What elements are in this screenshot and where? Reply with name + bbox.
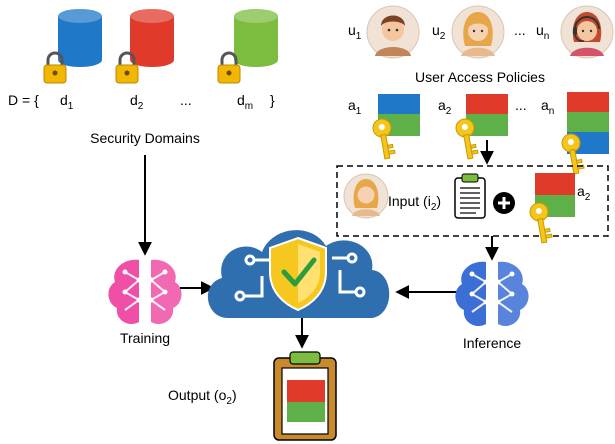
policies-group: a1 a2 ... an bbox=[348, 92, 609, 176]
training-label: Training bbox=[120, 330, 170, 346]
inference-label: Inference bbox=[463, 335, 522, 351]
user-un-avatar-icon bbox=[560, 5, 614, 59]
policy-ellipsis: ... bbox=[515, 97, 527, 113]
user-u2-avatar-icon bbox=[451, 5, 505, 59]
user-ellipsis: ... bbox=[514, 22, 526, 38]
user-label-u1: u1 bbox=[348, 22, 362, 42]
input-user-avatar-icon bbox=[343, 173, 389, 219]
user-u1-avatar-icon bbox=[366, 5, 420, 59]
training-brain-icon bbox=[107, 258, 183, 326]
user-access-policies-caption: User Access Policies bbox=[415, 69, 545, 85]
policy-a2-blocks bbox=[466, 94, 508, 136]
user-label-un: un bbox=[536, 22, 549, 42]
domain-label-d1: d1 bbox=[60, 92, 74, 112]
database-d2-icon bbox=[114, 9, 174, 85]
inference-brain-icon bbox=[454, 260, 530, 328]
domain-ellipsis: ... bbox=[180, 92, 192, 108]
database-dm-icon bbox=[216, 9, 278, 85]
domain-set-suffix: } bbox=[270, 92, 275, 108]
secure-cloud-icon bbox=[207, 230, 390, 318]
database-d1-icon bbox=[42, 9, 102, 85]
security-domains-caption: Security Domains bbox=[90, 130, 200, 146]
output-label: Output (o2) bbox=[168, 387, 237, 407]
input-document-icon bbox=[454, 173, 486, 219]
policy-label-a1: a1 bbox=[348, 97, 362, 117]
shield-check-icon bbox=[269, 236, 327, 312]
plus-icon bbox=[493, 192, 515, 214]
user-label-u2: u2 bbox=[432, 22, 446, 42]
input-label: Input (i2) bbox=[388, 193, 441, 213]
security-domains-group: D = { d1 d2 ... dm } Security Domains bbox=[8, 9, 278, 146]
domain-label-d2: d2 bbox=[130, 92, 144, 112]
inference-input-box: Input (i2) a2 bbox=[336, 165, 609, 245]
policy-label-an: an bbox=[541, 97, 554, 117]
domain-set-prefix: D = { bbox=[8, 92, 39, 108]
input-policy-label: a2 bbox=[577, 183, 591, 203]
domain-label-dm: dm bbox=[237, 92, 253, 112]
output-clipboard-icon bbox=[273, 351, 337, 441]
policy-label-a2: a2 bbox=[438, 97, 452, 117]
users-group: u1 u2 ... un User bbox=[348, 5, 614, 85]
